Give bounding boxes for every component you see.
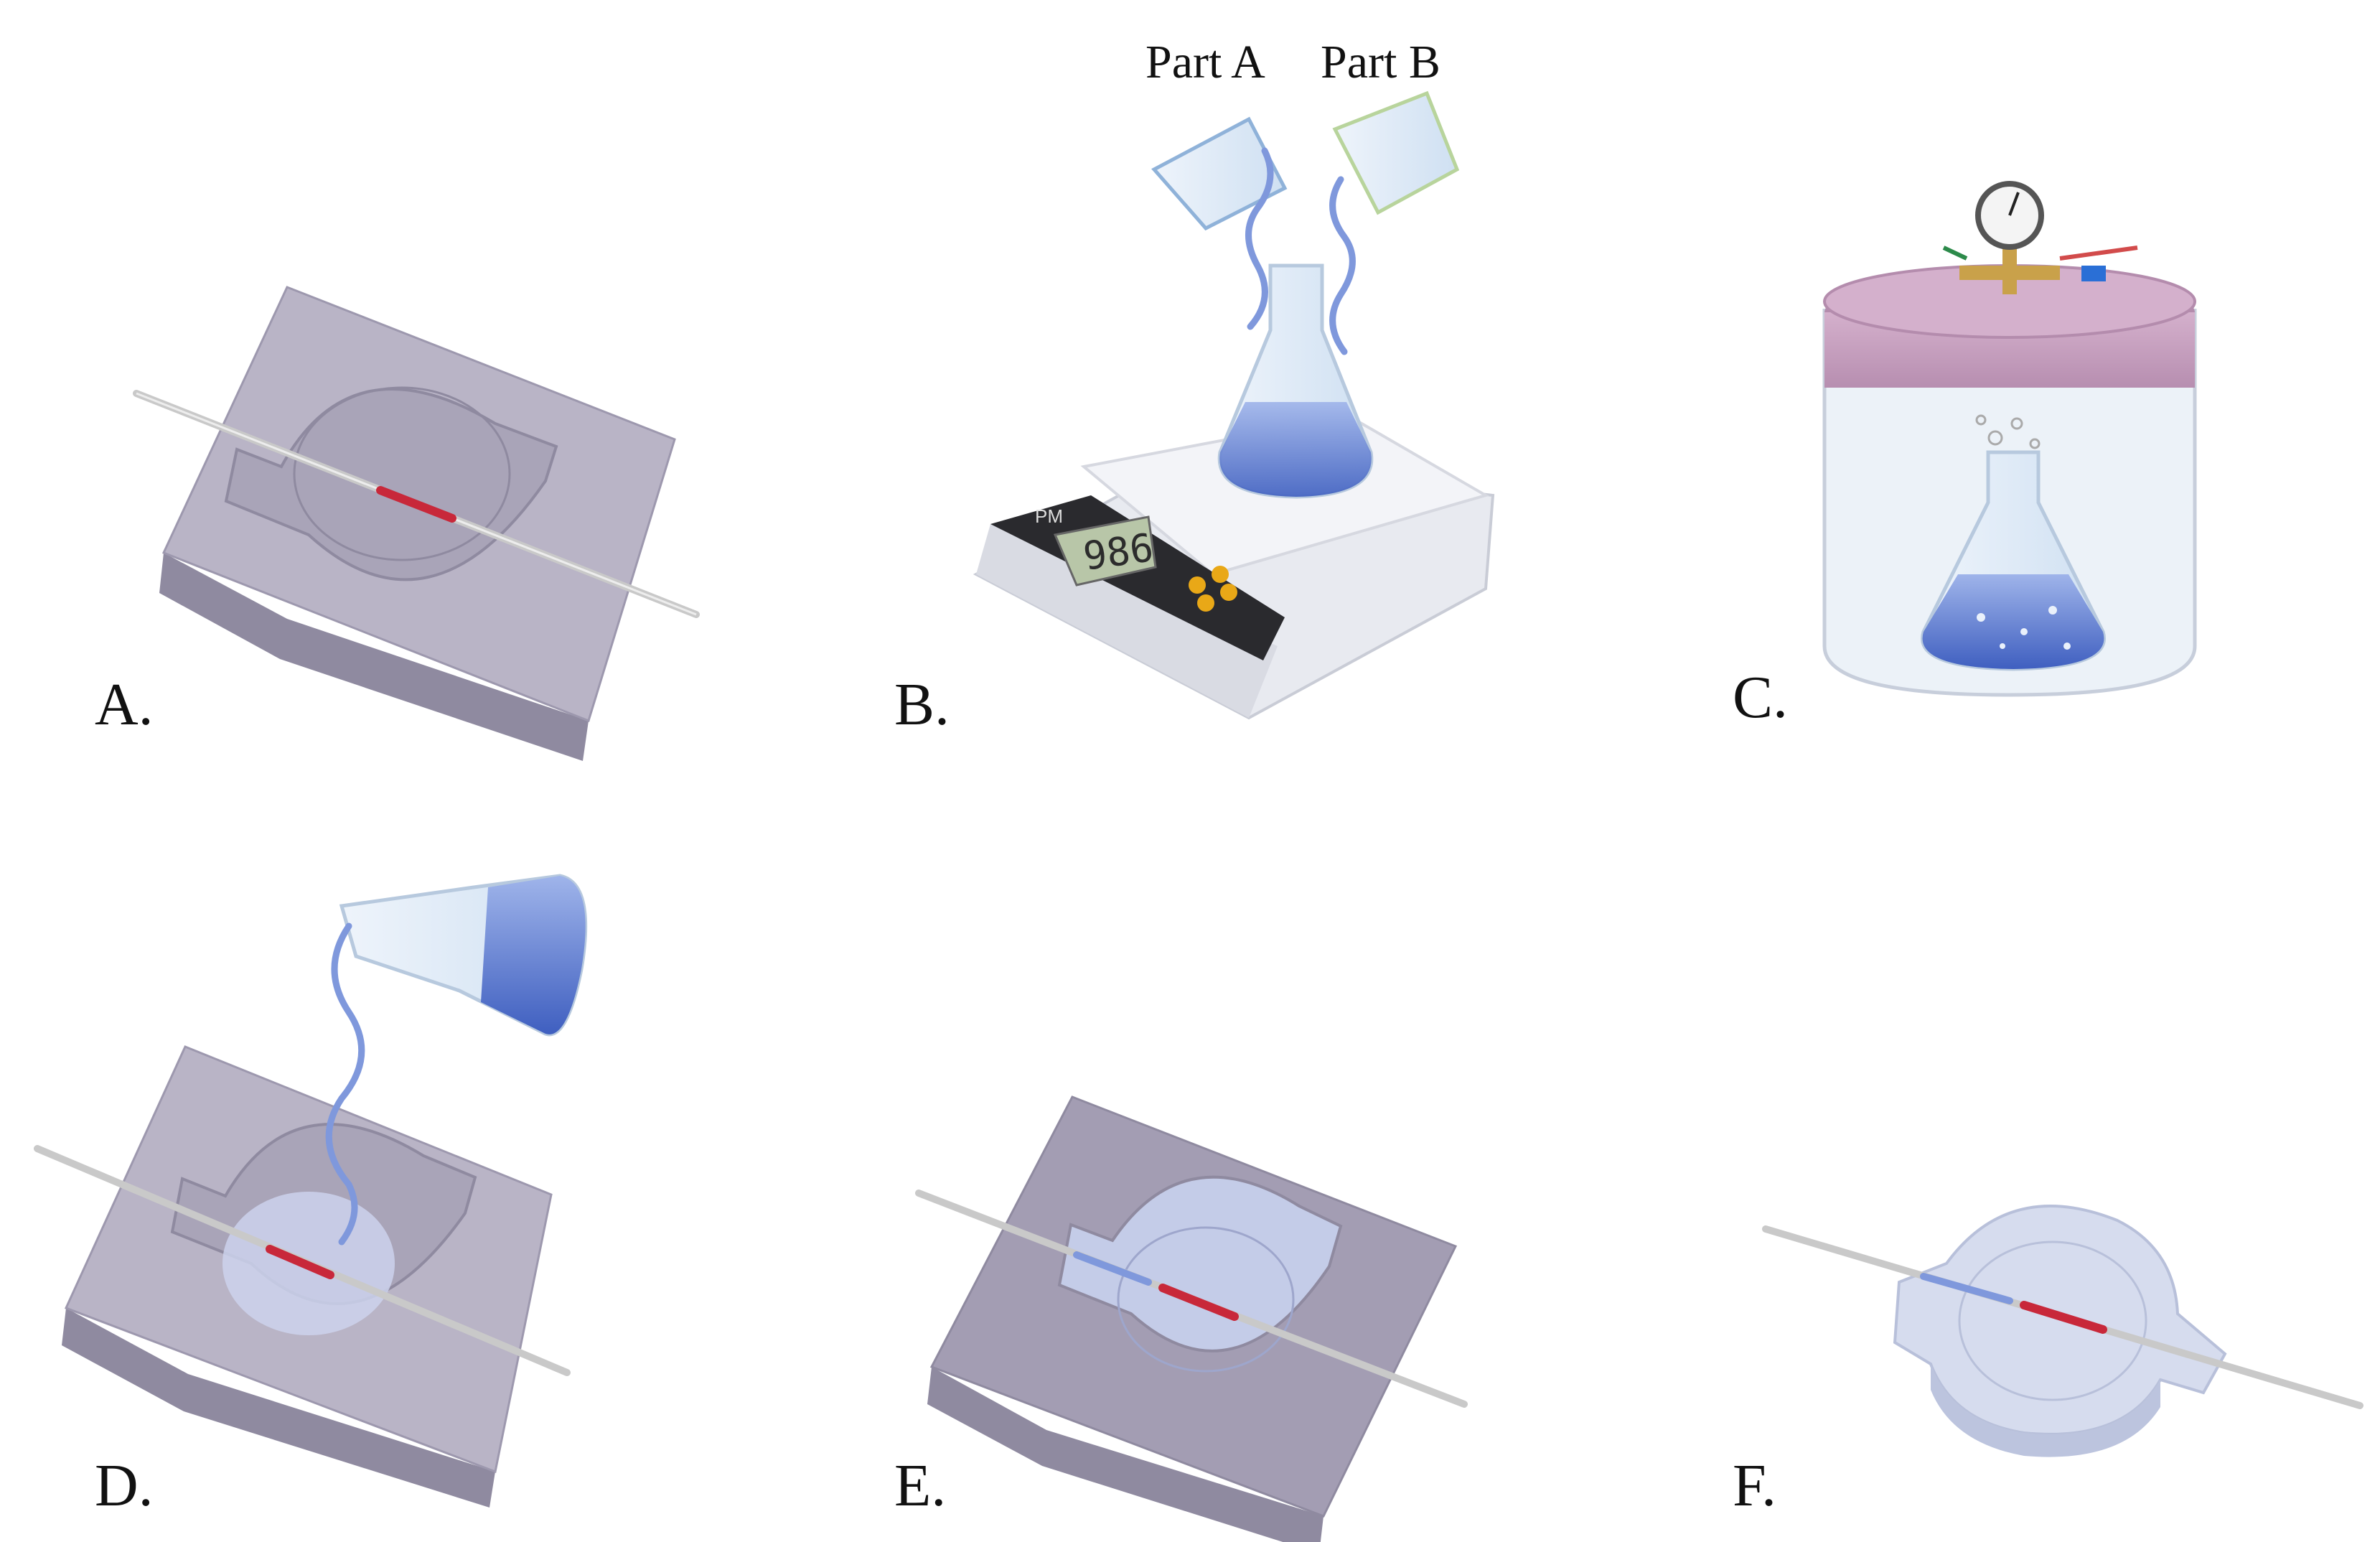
vacuum-gauge (1942, 181, 2138, 294)
part-a-label: Part A (1146, 36, 1265, 88)
panel-b-mixing: PM 986 (973, 90, 1495, 720)
panel-f-cured-part (1762, 1205, 2363, 1457)
panel-label-c: C. (1733, 664, 1789, 731)
beaker-part-b (1329, 90, 1460, 355)
beaker-part-a (1151, 116, 1288, 330)
scale-brand: PM (1035, 505, 1063, 527)
panel-a-mold (133, 286, 700, 761)
panel-label-a: A. (95, 671, 154, 738)
panel-label-f: F. (1733, 1452, 1776, 1519)
panel-label-d: D. (95, 1452, 154, 1519)
part-b-label: Part B (1321, 36, 1440, 88)
erlenmeyer-flask (1217, 263, 1374, 499)
pouring-flask (339, 874, 588, 1037)
panel-label-e: E. (894, 1452, 947, 1519)
scale-reading: 986 (1080, 525, 1156, 579)
panel-c-degassing (1822, 181, 2197, 697)
panel-e-filled-mold (915, 1095, 1468, 1542)
degassing-flask (1921, 414, 2106, 671)
panel-d-pouring (34, 874, 588, 1508)
panel-label-b: B. (894, 671, 950, 738)
